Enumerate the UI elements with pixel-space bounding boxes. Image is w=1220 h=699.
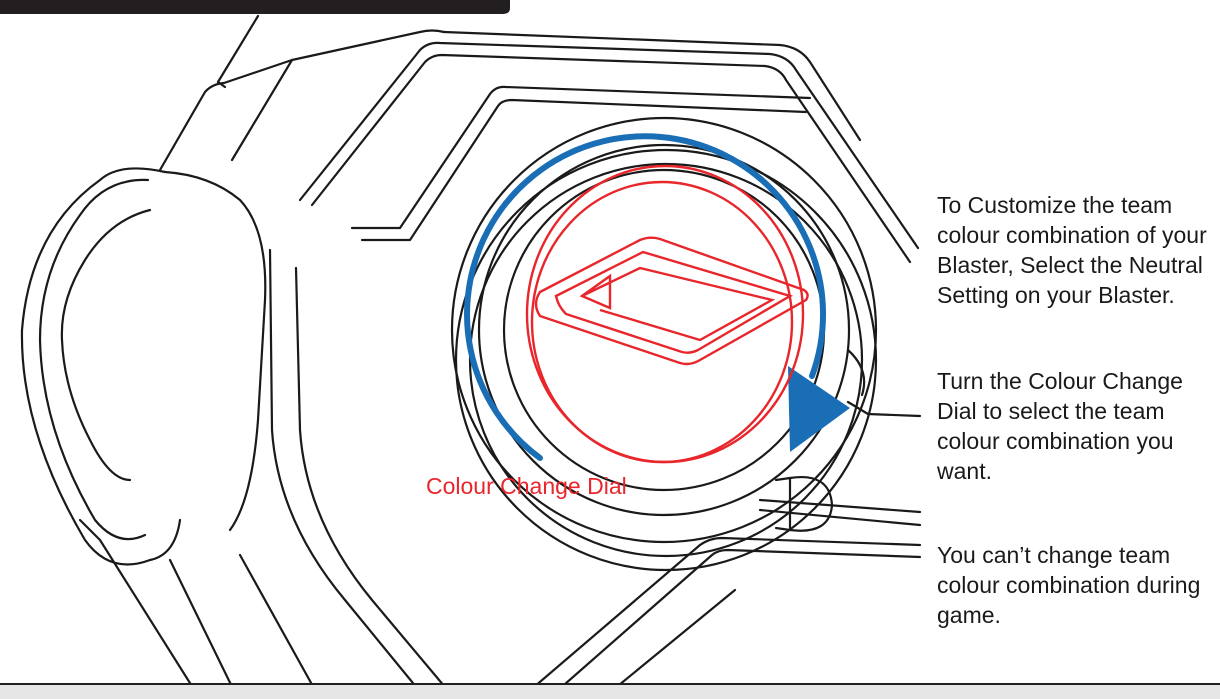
instruction-no-change-during-game: You can’t change team colour combination… (937, 542, 1201, 628)
rotation-arrowhead (788, 366, 850, 452)
rotation-arrow (464, 133, 827, 461)
instruction-turn-dial: Turn the Colour Change Dial to select th… (937, 368, 1183, 484)
colour-change-dial-label: Colour Change Dial (426, 473, 627, 499)
colour-change-dial (525, 164, 809, 464)
blaster-outline (20, 14, 922, 699)
instruction-customize: To Customize the team colour combination… (937, 192, 1207, 308)
header-bar (0, 0, 510, 14)
